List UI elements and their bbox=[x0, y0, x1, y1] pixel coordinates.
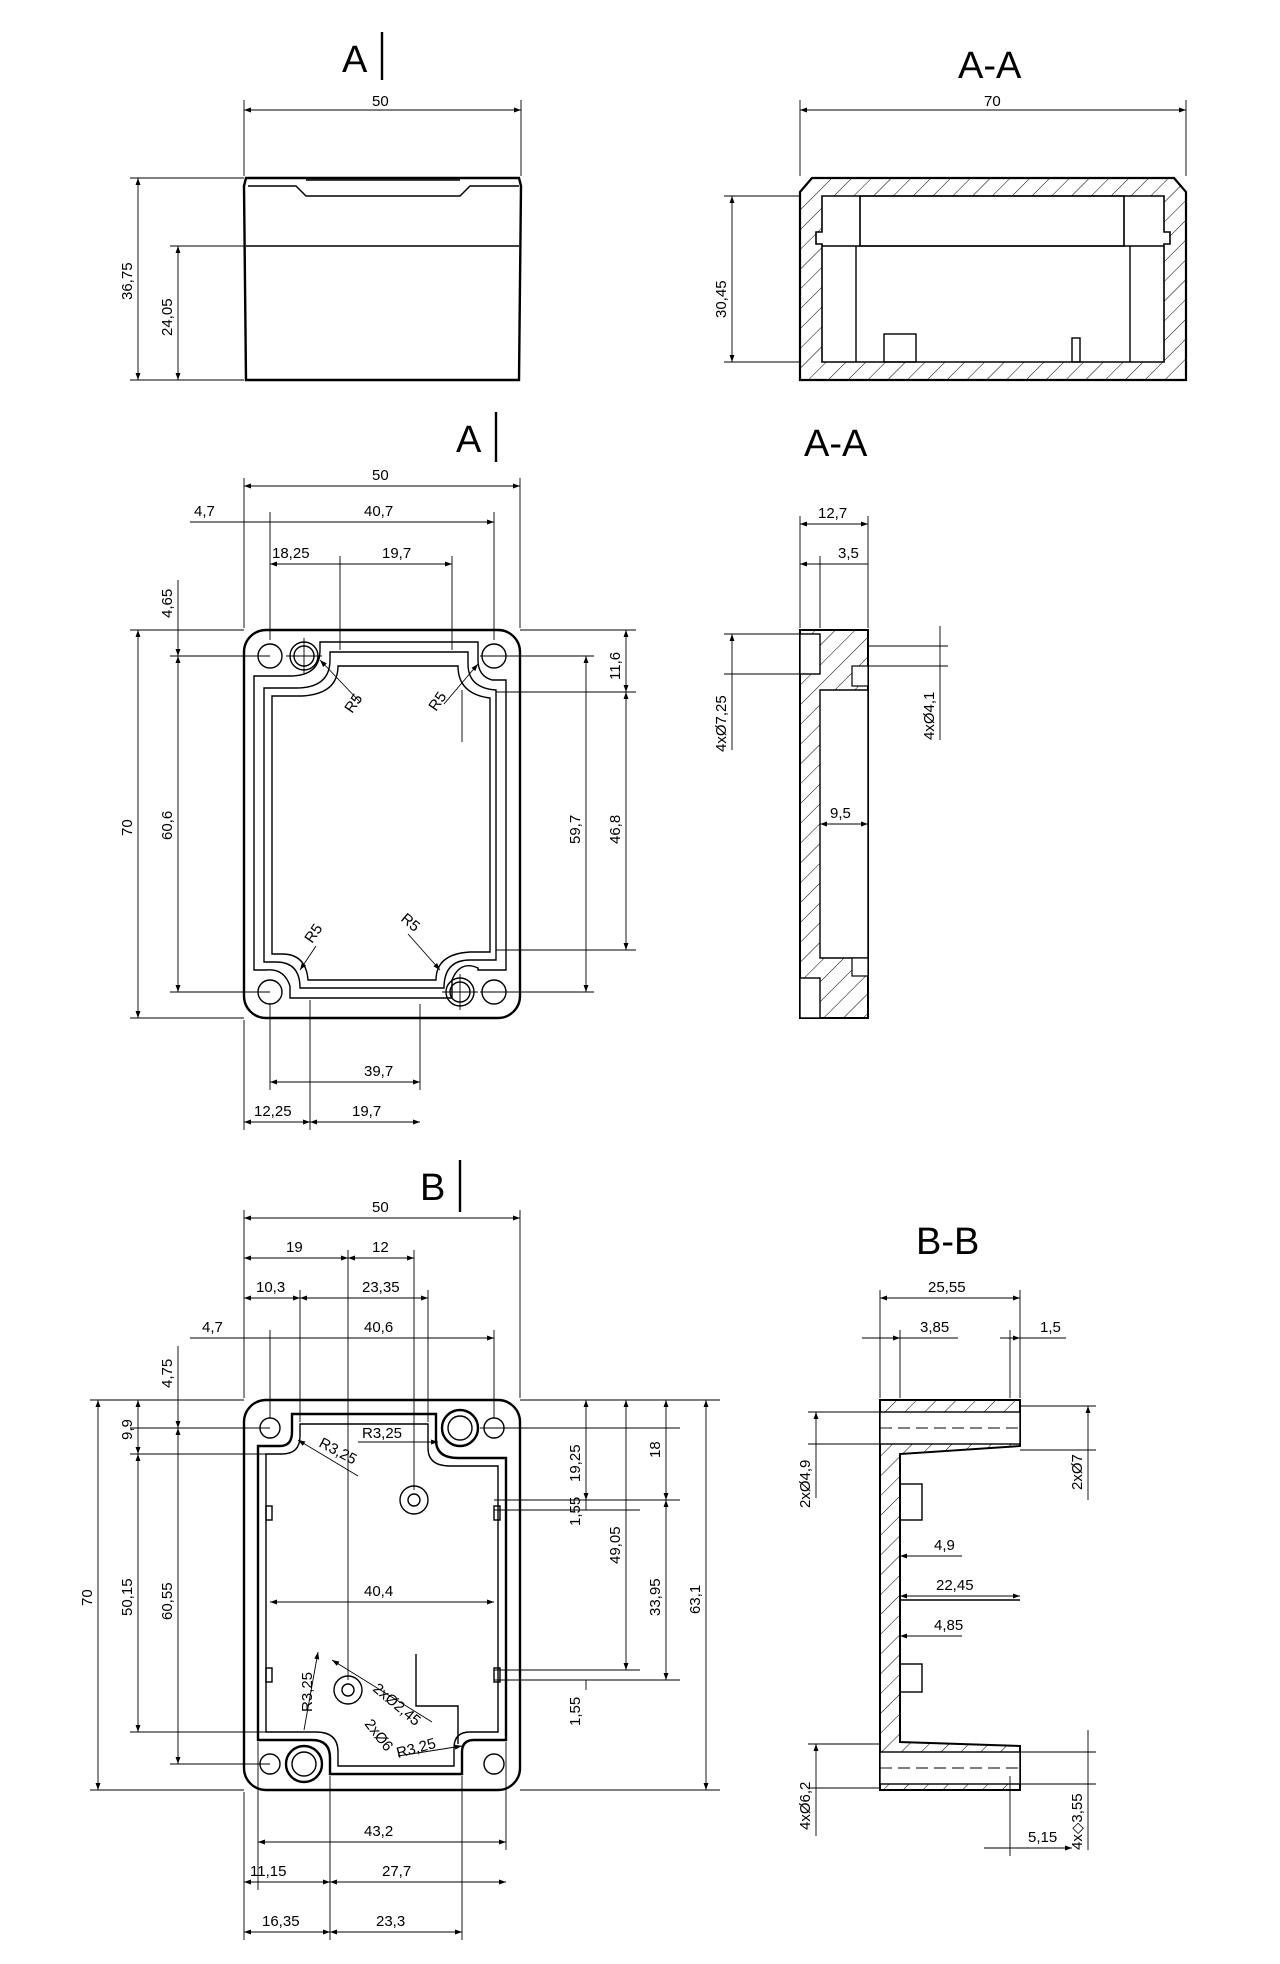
cover-dim-16: 12,25 bbox=[254, 1103, 292, 1120]
base-section-dim-3: 2xØ4,9 bbox=[797, 1460, 814, 1508]
cover-dim-2: 40,7 bbox=[364, 503, 393, 520]
base-dim-28: 27,7 bbox=[382, 1863, 411, 1880]
base-section-view: B-B 25,55 3,85 1,5 2xØ4,9 2xØ7 4,9 22,45 bbox=[797, 1221, 1096, 1856]
view-label-cover-section: A-A bbox=[804, 423, 868, 465]
view-label-cover: A bbox=[456, 419, 482, 461]
cover-dim-17: 19,7 bbox=[352, 1103, 381, 1120]
base-dim-13: 70 bbox=[79, 1589, 96, 1606]
cover-section-dim-2: 4xØ7,25 bbox=[713, 695, 730, 752]
side-view: A 50 36,75 24,05 bbox=[119, 32, 523, 382]
base-dim-26: 43,2 bbox=[364, 1823, 393, 1840]
cover-dim-13: R5 bbox=[301, 921, 326, 946]
base-dim-9: R3,25 bbox=[316, 1435, 359, 1469]
base-dim-16: 1,55 bbox=[567, 1497, 584, 1526]
cover-dim-10: 11,6 bbox=[607, 652, 624, 680]
cover-section-dim-4: 9,5 bbox=[830, 805, 851, 822]
section-view-top: A-A 70 30,45 bbox=[713, 45, 1188, 382]
base-dim-3: 10,3 bbox=[256, 1279, 285, 1296]
view-label-base-section: B-B bbox=[916, 1221, 979, 1263]
cover-dim-0: 50 bbox=[372, 467, 389, 484]
base-dim-30: 23,3 bbox=[376, 1913, 405, 1930]
dim-height-total: 36,75 bbox=[119, 262, 136, 300]
base-dim-20: 40,4 bbox=[364, 1583, 393, 1600]
base-section-dim-1: 3,85 bbox=[920, 1319, 949, 1336]
dim-height-base: 24,05 bbox=[159, 298, 176, 336]
cover-dim-7: 60,6 bbox=[159, 811, 176, 840]
view-label-section-top: A-A bbox=[958, 45, 1022, 87]
cover-dim-6: 70 bbox=[119, 819, 136, 836]
base-section-dim-10: 4x◇3,55 bbox=[1069, 1793, 1086, 1850]
base-dim-14: 50,15 bbox=[119, 1578, 136, 1616]
base-section-dim-7: 4,85 bbox=[934, 1617, 963, 1634]
cover-dim-4: 19,7 bbox=[382, 545, 411, 562]
base-dim-29: 16,35 bbox=[262, 1913, 300, 1930]
base-dim-27: 11,15 bbox=[250, 1863, 286, 1880]
cover-dim-14: R5 bbox=[397, 910, 423, 935]
base-dim-24: R3,25 bbox=[395, 1735, 438, 1762]
base-section-dim-5: 4,9 bbox=[934, 1537, 955, 1554]
base-section-dim-2: 1,5 bbox=[1040, 1319, 1061, 1336]
base-dim-23: 2xØ6 bbox=[361, 1716, 396, 1755]
cover-outline bbox=[242, 628, 522, 1020]
cover-section-dim-3: 4xØ4,1 bbox=[921, 692, 938, 740]
cover-dim-3: 18,25 bbox=[272, 545, 310, 562]
dim-section-height: 30,45 bbox=[713, 280, 730, 318]
cover-section-dim-0: 12,7 bbox=[818, 505, 847, 522]
base-outline bbox=[242, 1398, 522, 1792]
base-dim-4: 23,35 bbox=[362, 1279, 400, 1296]
base-section-dim-9: 5,15 bbox=[1028, 1829, 1057, 1846]
cover-section-dim-1: 3,5 bbox=[838, 545, 859, 562]
base-dim-12: 18 bbox=[647, 1441, 664, 1458]
base-dim-17: 49,05 bbox=[607, 1526, 624, 1564]
base-section-dim-0: 25,55 bbox=[928, 1279, 966, 1296]
dim-section-width: 70 bbox=[984, 93, 1001, 110]
lid-groove bbox=[248, 185, 519, 197]
view-label-base: B bbox=[420, 1167, 445, 1209]
base-section-dim-4: 2xØ7 bbox=[1069, 1454, 1086, 1490]
base-section-dim-8: 4xØ6,2 bbox=[797, 1782, 814, 1830]
base-dim-10: R3,25 bbox=[362, 1425, 402, 1442]
cover-section-view: A-A 12,7 3,5 4xØ7,25 4xØ4,1 9,5 bbox=[713, 423, 948, 1019]
cover-dim-9: 46,8 bbox=[607, 815, 624, 844]
base-dim-8: 9,9 bbox=[119, 1419, 136, 1440]
view-label-side: A bbox=[342, 39, 368, 81]
cover-view: A 50 4,7 40,7 18,25 19,7 bbox=[119, 412, 636, 1130]
base-dim-18: 33,95 bbox=[647, 1578, 664, 1616]
base-dim-6: 40,6 bbox=[364, 1319, 393, 1336]
dim-width: 50 bbox=[372, 93, 389, 110]
cover-dim-15: 39,7 bbox=[364, 1063, 393, 1080]
base-dim-15: 60,55 bbox=[159, 1582, 176, 1620]
base-dim-5: 4,7 bbox=[202, 1319, 223, 1336]
enclosure-side-outline bbox=[242, 176, 523, 382]
cover-dim-11: R5 bbox=[341, 691, 366, 716]
cover-dim-1: 4,7 bbox=[194, 503, 215, 520]
base-dim-2: 12 bbox=[372, 1239, 389, 1256]
cover-dim-8: 59,7 bbox=[567, 815, 584, 844]
base-view: B 50 19 12 10,3 bbox=[79, 1160, 720, 1940]
base-dim-21: R3,25 bbox=[299, 1672, 316, 1712]
base-dim-1: 19 bbox=[286, 1239, 303, 1256]
cover-dim-12: R5 bbox=[425, 689, 450, 714]
base-dim-0: 50 bbox=[372, 1199, 389, 1216]
cover-dim-5: 4,65 bbox=[159, 589, 176, 618]
base-dim-7: 4,75 bbox=[159, 1359, 176, 1388]
base-dim-19: 63,1 bbox=[687, 1585, 704, 1614]
base-section-dim-6: 22,45 bbox=[936, 1577, 974, 1594]
base-dim-25: 1,55 bbox=[567, 1697, 584, 1726]
base-dim-11: 19,25 bbox=[567, 1444, 584, 1482]
